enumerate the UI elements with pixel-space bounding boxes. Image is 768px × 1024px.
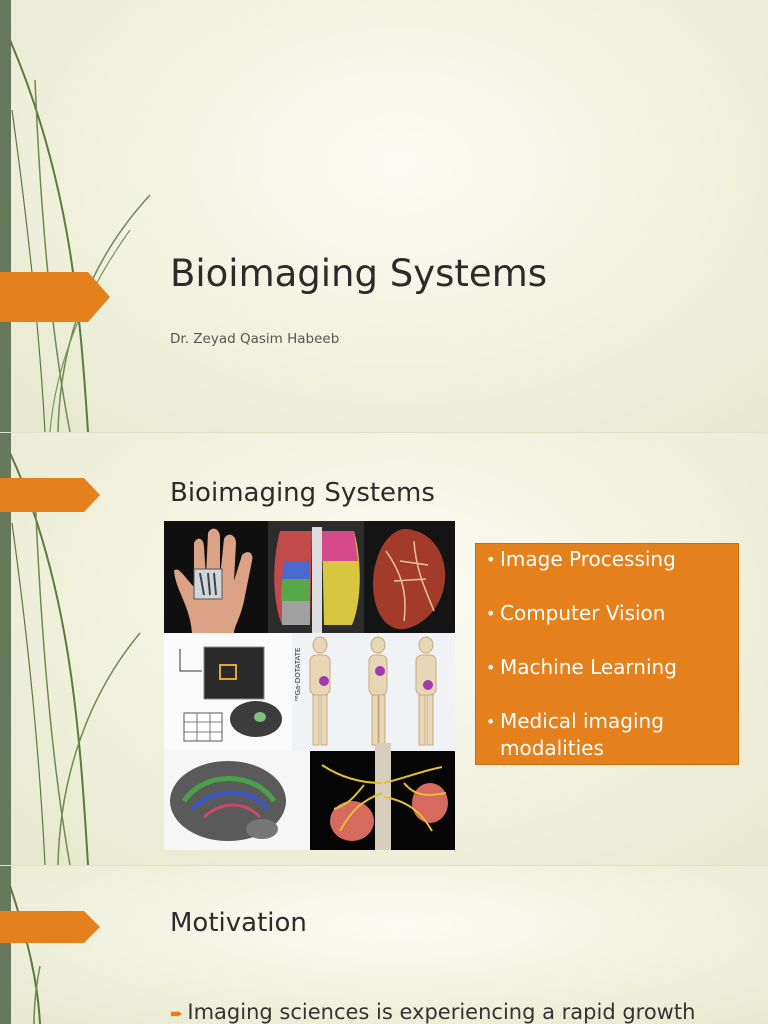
green-swoosh-lines-icon <box>9 39 151 432</box>
slide-left-bar <box>0 0 11 432</box>
topic-item: Image Processing <box>486 546 728 573</box>
motivation-bullet: ➨Imaging sciences is experiencing a rapi… <box>170 1000 695 1024</box>
orange-tab-arrow-icon <box>0 911 100 943</box>
motivation-bullet-text: Imaging sciences is experiencing a rapid… <box>187 1000 696 1024</box>
slide-title: Bioimaging Systems <box>170 252 548 295</box>
title-slide: Bioimaging Systems Dr. Zeyad Qasim Habee… <box>0 0 768 432</box>
topics-list: Image Processing Computer Vision Machine… <box>486 546 728 762</box>
slide-left-bar <box>0 866 11 1024</box>
orange-tab-arrow-icon <box>0 478 100 512</box>
topics-bullet-box: Image Processing Computer Vision Machine… <box>475 543 739 765</box>
slide-title: Bioimaging Systems <box>170 478 435 508</box>
topic-item: Computer Vision <box>486 600 728 627</box>
topic-item: Machine Learning <box>486 654 728 681</box>
slide-subtitle: Dr. Zeyad Qasim Habeeb <box>170 331 340 347</box>
topic-item: Medical imaging modalities <box>486 708 728 762</box>
slide-left-bar <box>0 433 11 865</box>
green-swoosh-lines-icon <box>9 885 41 1024</box>
motivation-slide <box>0 866 768 1024</box>
orange-tab-arrow-icon <box>0 272 110 322</box>
slide-divider <box>0 865 768 866</box>
collage-scan-label: ⁶⁸Ga-DOTATATE <box>294 648 302 701</box>
medical-image-collage: ⁶⁸Ga-DOTATATE <box>164 521 455 850</box>
orange-bullet-arrow-icon: ➨ <box>170 1004 184 1023</box>
slide-divider <box>0 432 768 433</box>
slide-title: Motivation <box>170 908 307 938</box>
